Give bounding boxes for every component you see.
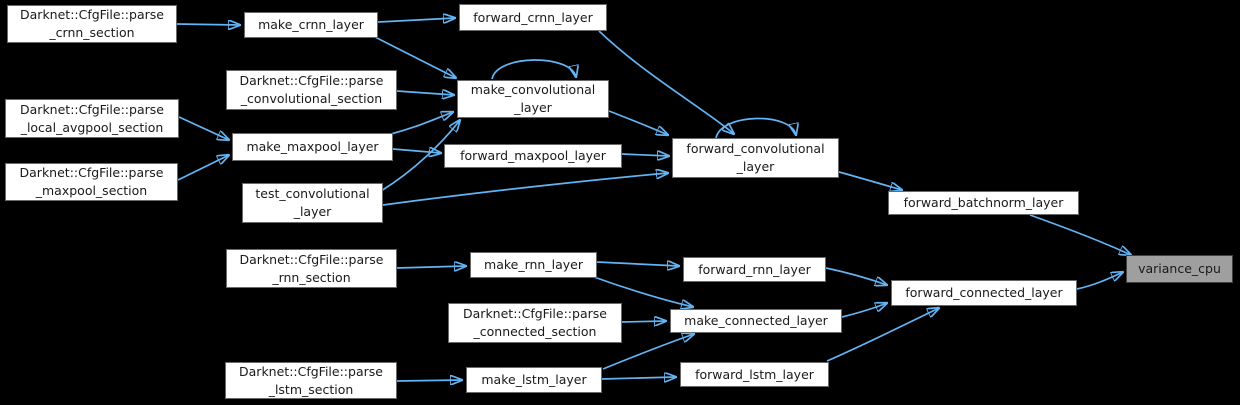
edge-forward_maxpool_layer-to-forward_convolutional_layer: [621, 154, 669, 156]
edge-forward_convolutional_layer-self-loop: [715, 117, 796, 139]
edge-forward_lstm_layer-to-forward_connected_layer: [826, 308, 939, 362]
node-forward-lstm-layer[interactable]: forward_lstm_layer: [680, 362, 829, 387]
node-forward-batchnorm-layer[interactable]: forward_batchnorm_layer: [888, 191, 1079, 215]
node-forward-maxpool-layer[interactable]: forward_maxpool_layer: [444, 144, 622, 168]
edge-parse_lstm_section-to-make_lstm_layer: [396, 380, 462, 381]
edge-test_convolutional_layer-to-forward_convolutional_layer: [382, 173, 668, 206]
edge-make_rnn_layer-to-make_connected_layer: [593, 276, 693, 307]
edge-parse_crnn_section-to-make_crnn_layer: [176, 24, 240, 25]
edge-make_rnn_layer-to-forward_rnn_layer: [596, 262, 679, 266]
edge-forward_convolutional_layer-to-forward_batchnorm_layer: [838, 171, 902, 190]
node-make-maxpool-layer[interactable]: make_maxpool_layer: [232, 133, 393, 161]
node-make-crnn-layer[interactable]: make_crnn_layer: [244, 12, 378, 38]
node-parse-convolutional-section[interactable]: Darknet::CfgFile::parse _convolutional_s…: [226, 70, 397, 110]
edge-parse_rnn_section-to-make_rnn_layer: [396, 266, 466, 268]
edge-test_convolutional_layer-to-make_convolutional_layer: [380, 120, 460, 192]
node-make-connected-layer[interactable]: make_connected_layer: [670, 309, 842, 333]
edge-make_lstm_layer-to-make_connected_layer: [602, 334, 694, 370]
edge-make_crnn_layer-to-forward_crnn_layer: [377, 18, 455, 22]
node-parse-rnn-section[interactable]: Darknet::CfgFile::parse _rnn_section: [226, 249, 397, 288]
node-forward-connected-layer[interactable]: forward_connected_layer: [891, 280, 1077, 306]
edge-parse_convolutional_section-to-make_convolutional_layer: [396, 91, 454, 95]
edge-make_crnn_layer-to-make_convolutional_layer: [374, 36, 456, 78]
node-forward-crnn-layer[interactable]: forward_crnn_layer: [459, 4, 607, 31]
node-parse-crnn-section[interactable]: Darknet::CfgFile::parse _crnn_section: [7, 5, 177, 43]
node-test-convolutional-layer[interactable]: test_convolutional _layer: [242, 183, 383, 223]
node-variance-cpu-current: variance_cpu: [1126, 255, 1233, 283]
node-parse-local-avgpool-section[interactable]: Darknet::CfgFile::parse _local_avgpool_s…: [5, 99, 179, 138]
node-forward-convolutional-layer[interactable]: forward_convolutional _layer: [672, 138, 839, 178]
edge-parse_connected_section-to-make_connected_layer: [621, 321, 666, 322]
edge-make_connected_layer-to-forward_connected_layer: [841, 303, 887, 318]
node-parse-maxpool-section[interactable]: Darknet::CfgFile::parse _maxpool_section: [5, 163, 178, 201]
edge-make_convolutional_layer-self-loop: [491, 59, 576, 80]
node-make-rnn-layer[interactable]: make_rnn_layer: [470, 252, 597, 278]
edge-make_maxpool_layer-to-make_convolutional_layer: [390, 112, 453, 135]
node-forward-rnn-layer[interactable]: forward_rnn_layer: [683, 257, 826, 282]
edge-make_lstm_layer-to-forward_lstm_layer: [601, 377, 676, 379]
node-make-convolutional-layer[interactable]: make_convolutional _layer: [457, 80, 609, 118]
edge-parse_local_avgpool_section-to-make_maxpool_layer: [178, 116, 229, 140]
edge-forward_rnn_layer-to-forward_connected_layer: [825, 267, 887, 285]
edge-forward_crnn_layer-to-forward_convolutional_layer: [598, 30, 734, 134]
edge-forward_batchnorm_layer-to-variance_cpu: [1029, 214, 1131, 255]
node-parse-lstm-section[interactable]: Darknet::CfgFile::parse _lstm_section: [225, 362, 397, 399]
edge-parse_maxpool_section-to-make_maxpool_layer: [177, 155, 229, 181]
edge-make_maxpool_layer-to-forward_maxpool_layer: [392, 149, 441, 153]
node-parse-connected-section[interactable]: Darknet::CfgFile::parse _connected_secti…: [448, 303, 622, 343]
node-make-lstm-layer[interactable]: make_lstm_layer: [466, 367, 602, 393]
edge-make_convolutional_layer-to-forward_convolutional_layer: [608, 110, 668, 135]
edge-forward_connected_layer-to-variance_cpu: [1076, 272, 1123, 290]
